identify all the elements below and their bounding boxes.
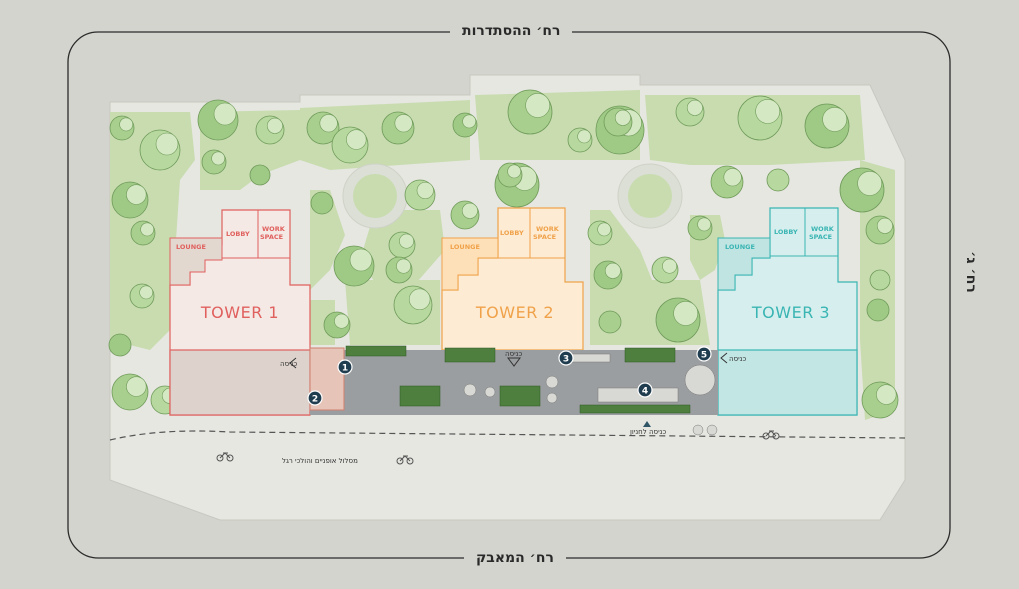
entrance-label-tower-1: כניסה (280, 360, 297, 368)
roundabout-left-lawn (353, 174, 397, 218)
tower-1 (169, 209, 311, 416)
marker-5: 5 (696, 346, 712, 362)
entrance-arrow-icon (289, 357, 297, 369)
tower-1-lobby-label: LOBBY (226, 230, 250, 238)
tree-icon (140, 222, 155, 237)
tree-icon (662, 258, 677, 274)
tower-3-lobby-label: LOBBY (774, 228, 798, 236)
tree-icon (416, 181, 434, 200)
tree-icon (346, 129, 367, 150)
roundabout-right-lawn (628, 174, 672, 218)
tree-icon (686, 99, 703, 116)
bicycle-icon (396, 455, 414, 465)
tree-icon (139, 285, 154, 300)
marker-number: 2 (312, 395, 318, 405)
bicycle-icon (762, 430, 780, 440)
tree-icon (577, 129, 592, 144)
tree-icon (155, 132, 179, 156)
tree-icon (126, 376, 147, 397)
plaza-furniture (463, 353, 718, 436)
tree-icon (766, 168, 790, 192)
tower-3-title: TOWER 3 (751, 303, 830, 322)
marker-1: 1 (337, 359, 353, 375)
tower-2-title: TOWER 2 (475, 303, 554, 322)
bike-path-label: מסלול אופניים והולכי רגל (282, 457, 358, 465)
tree-icon (461, 202, 478, 219)
tree-icon (394, 114, 413, 133)
marker-number: 3 (563, 355, 569, 365)
tree-icon (211, 151, 226, 166)
tower-2-lobby-label: LOBBY (500, 229, 524, 237)
tree-icon (213, 102, 237, 126)
parking-arrow-icon (643, 421, 651, 427)
planters (345, 345, 691, 414)
marker-3: 3 (558, 350, 574, 366)
tree-icon (755, 99, 781, 124)
tower-2 (441, 207, 584, 351)
marker-2: 2 (307, 390, 323, 406)
tree-icon (723, 168, 742, 187)
tree-icon (597, 222, 612, 237)
tree-icon (697, 217, 712, 232)
tree-icon (349, 248, 373, 272)
tree-icon (614, 109, 631, 126)
tree-icon (869, 269, 891, 291)
tree-icon (507, 164, 522, 179)
tree-icon (126, 184, 147, 205)
parking-entrance-label: כניסה לחניון (630, 428, 666, 436)
tower-2-lounge-label: LOUNGE (450, 243, 480, 251)
tree-icon (334, 313, 349, 329)
tree-icon (310, 191, 334, 215)
tree-icon (319, 114, 338, 133)
tree-icon (866, 298, 890, 322)
tree-icon (108, 333, 132, 357)
tower-1-lounge-label: LOUNGE (176, 243, 206, 251)
street-label-bottom: רח׳ המאבק (464, 548, 566, 568)
marker-number: 4 (642, 387, 648, 397)
bike-path-line (109, 430, 906, 441)
tree-icon (598, 310, 622, 334)
trees (108, 89, 899, 419)
marker-number: 5 (701, 351, 707, 361)
tower-1-title: TOWER 1 (200, 303, 279, 322)
marker-4: 4 (637, 382, 653, 398)
street-label-top: רח׳ ההסתדרות (450, 21, 573, 41)
tree-icon (857, 170, 883, 196)
tree-icon (876, 217, 893, 234)
bicycle-icon (216, 452, 234, 462)
numbered-markers: 1 2 3 4 5 (307, 346, 712, 406)
marker-number: 1 (342, 364, 348, 374)
entrance-arrow-icon (507, 357, 521, 367)
tree-icon (396, 258, 411, 274)
entrance-arrow-icon (720, 352, 728, 364)
tree-icon (462, 114, 477, 129)
tree-icon (525, 93, 551, 118)
entrance-label-tower-2: כניסה (505, 350, 522, 358)
tree-icon (408, 288, 431, 311)
tree-icon (876, 384, 897, 405)
tower-3-lounge-label: LOUNGE (725, 243, 755, 251)
entrance-label-tower-3: כניסה (729, 355, 746, 363)
tree-icon (399, 233, 414, 249)
tree-icon (822, 107, 848, 132)
tree-icon (249, 164, 271, 186)
tree-icon (266, 117, 283, 134)
tower-3 (717, 207, 858, 416)
tree-icon (119, 117, 134, 132)
tree-icon (604, 262, 621, 279)
street-label-right: רח׳ ג׳ (960, 241, 981, 303)
tree-icon (673, 300, 699, 326)
